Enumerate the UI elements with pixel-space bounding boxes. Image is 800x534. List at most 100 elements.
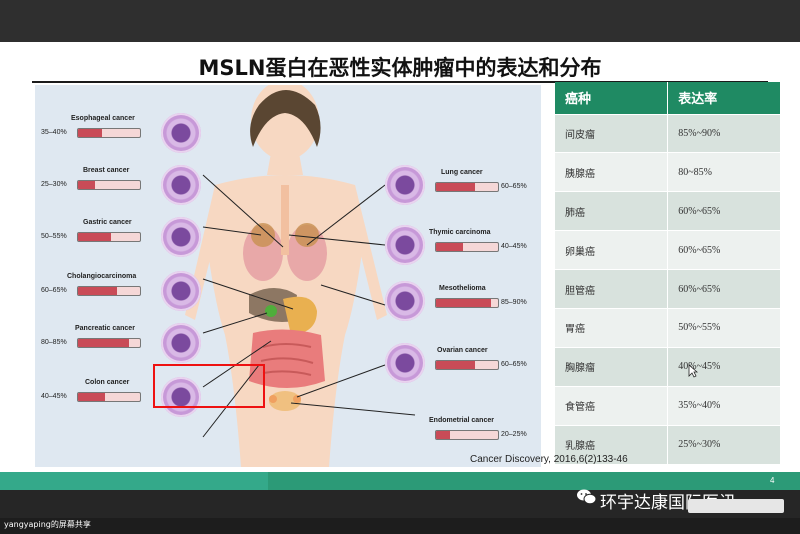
- thymic-carcinoma-label: Thymic carcinoma: [429, 229, 491, 236]
- pancreatic-highlight-box: [153, 364, 265, 408]
- ovarian-cancer-range: 60–65%: [501, 361, 527, 368]
- table-cell: 40%~45%: [667, 346, 781, 387]
- pancreatic-cancer-range: 80–85%: [41, 339, 67, 346]
- table-cell: 肺癌: [555, 191, 669, 231]
- breast-cancer-label: Breast cancer: [83, 167, 130, 174]
- cholangiocarcinoma-cell: [161, 271, 201, 311]
- breast-cancer-cell: [161, 165, 201, 205]
- gastric-cancer-range: 50–55%: [41, 233, 67, 240]
- table-header-expression-rate: 表达率: [667, 82, 781, 114]
- table-cell: 卵巢癌: [555, 230, 669, 270]
- esophageal-cancer-label: Esophageal cancer: [71, 115, 135, 122]
- mesothelioma-bar: [435, 298, 499, 308]
- lung-cancer-label: Lung cancer: [441, 169, 483, 176]
- gastric-cancer-label: Gastric cancer: [83, 219, 132, 226]
- table-header-cancer-type: 癌种: [555, 82, 669, 114]
- table-cell: 25%~30%: [667, 424, 781, 465]
- pancreatic-cancer-bar: [77, 338, 141, 348]
- esophageal-cancer-group: Esophageal cancer 35–40%: [37, 113, 207, 163]
- table-cell: 胸腺瘤: [555, 346, 669, 387]
- lung-cancer-group: Lung cancer 60–65%: [383, 165, 543, 215]
- slide-footer-band: [0, 472, 800, 490]
- thymic-carcinoma-range: 40–45%: [501, 243, 527, 250]
- mouse-cursor-icon: [688, 364, 698, 378]
- wechat-icon: [577, 489, 597, 505]
- pancreatic-cancer-group: Pancreatic cancer 80–85%: [37, 323, 207, 373]
- ovarian-cancer-group: Ovarian cancer 60–65%: [383, 343, 543, 393]
- thymic-carcinoma-cell: [385, 225, 425, 265]
- bottom-status-strip: [0, 518, 800, 534]
- colon-cancer-range: 40–45%: [41, 393, 67, 400]
- cholangiocarcinoma-label: Cholangiocarcinoma: [67, 273, 137, 280]
- esophageal-cancer-bar: [77, 128, 141, 138]
- title-underline: [32, 81, 768, 83]
- table-cell: 60%~65%: [667, 230, 781, 270]
- citation-text: Cancer Discovery, 2016,6(2)133-46: [470, 454, 628, 465]
- lung-cancer-range: 60–65%: [501, 183, 527, 190]
- endometrial-cancer-range: 20–25%: [501, 431, 527, 438]
- pancreatic-cancer-label: Pancreatic cancer: [75, 325, 135, 332]
- breast-cancer-group: Breast cancer 25–30%: [37, 165, 207, 215]
- breast-cancer-range: 25–30%: [41, 181, 67, 188]
- thymic-carcinoma-group: Thymic carcinoma 40–45%: [383, 225, 543, 275]
- table-cell: 35%~40%: [667, 385, 781, 426]
- share-toolbar[interactable]: [688, 499, 784, 513]
- breast-cancer-bar: [77, 180, 141, 190]
- anatomy-figure: Esophageal cancer 35–40% Breast cancer 2…: [35, 85, 541, 467]
- gastric-cancer-cell: [161, 217, 201, 257]
- colon-cancer-label: Colon cancer: [85, 379, 130, 386]
- cholangiocarcinoma-bar: [77, 286, 141, 296]
- table-cell: 乳腺癌: [555, 424, 669, 465]
- lung-cancer-bar: [435, 182, 499, 192]
- mesothelioma-range: 85–90%: [501, 299, 527, 306]
- table-cell: 胆管癌: [555, 269, 669, 309]
- cholangiocarcinoma-group: Cholangiocarcinoma 60–65%: [37, 271, 207, 321]
- ovarian-cancer-label: Ovarian cancer: [437, 347, 488, 354]
- endometrial-cancer-group: Endometrial cancer 20–25%: [419, 415, 543, 455]
- mesothelioma-group: Mesothelioma 85–90%: [383, 281, 543, 331]
- thymic-carcinoma-bar: [435, 242, 499, 252]
- ovarian-cancer-cell: [385, 343, 425, 383]
- colon-cancer-group: Colon cancer 40–45%: [37, 377, 207, 427]
- table-cell: 胃癌: [555, 307, 669, 348]
- endometrial-cancer-label: Endometrial cancer: [429, 417, 494, 424]
- mesothelioma-cell: [385, 281, 425, 321]
- lung-cancer-cell: [385, 165, 425, 205]
- table-cell: 食管癌: [555, 385, 669, 426]
- colon-cancer-cell: [161, 377, 201, 417]
- esophageal-cancer-cell: [161, 113, 201, 153]
- endometrial-cancer-bar: [435, 430, 499, 440]
- screen-share-label: yangyaping的屏幕共享: [4, 520, 91, 529]
- ovarian-cancer-bar: [435, 360, 499, 370]
- table-cell: 50%~55%: [667, 307, 781, 348]
- slide-title: MSLN蛋白在恶性实体肿瘤中的表达和分布: [198, 56, 602, 80]
- table-cell: 60%~65%: [667, 191, 781, 231]
- table-cell: 间皮瘤: [555, 113, 669, 153]
- table-cell: 胰腺癌: [555, 152, 669, 192]
- colon-cancer-bar: [77, 392, 141, 402]
- mesothelioma-label: Mesothelioma: [439, 285, 486, 292]
- cholangiocarcinoma-range: 60–65%: [41, 287, 67, 294]
- table-cell: 80~85%: [667, 152, 781, 192]
- gastric-cancer-bar: [77, 232, 141, 242]
- gastric-cancer-group: Gastric cancer 50–55%: [37, 217, 207, 267]
- esophageal-cancer-range: 35–40%: [41, 129, 67, 136]
- top-bar: [0, 0, 800, 42]
- body-silhouette: [185, 85, 416, 467]
- pancreatic-cancer-cell: [161, 323, 201, 363]
- slide-number: 4: [770, 476, 775, 485]
- table-cell: 60%~65%: [667, 269, 781, 309]
- presentation-slide: MSLN蛋白在恶性实体肿瘤中的表达和分布: [0, 42, 800, 490]
- table-cell: 85%~90%: [667, 113, 781, 153]
